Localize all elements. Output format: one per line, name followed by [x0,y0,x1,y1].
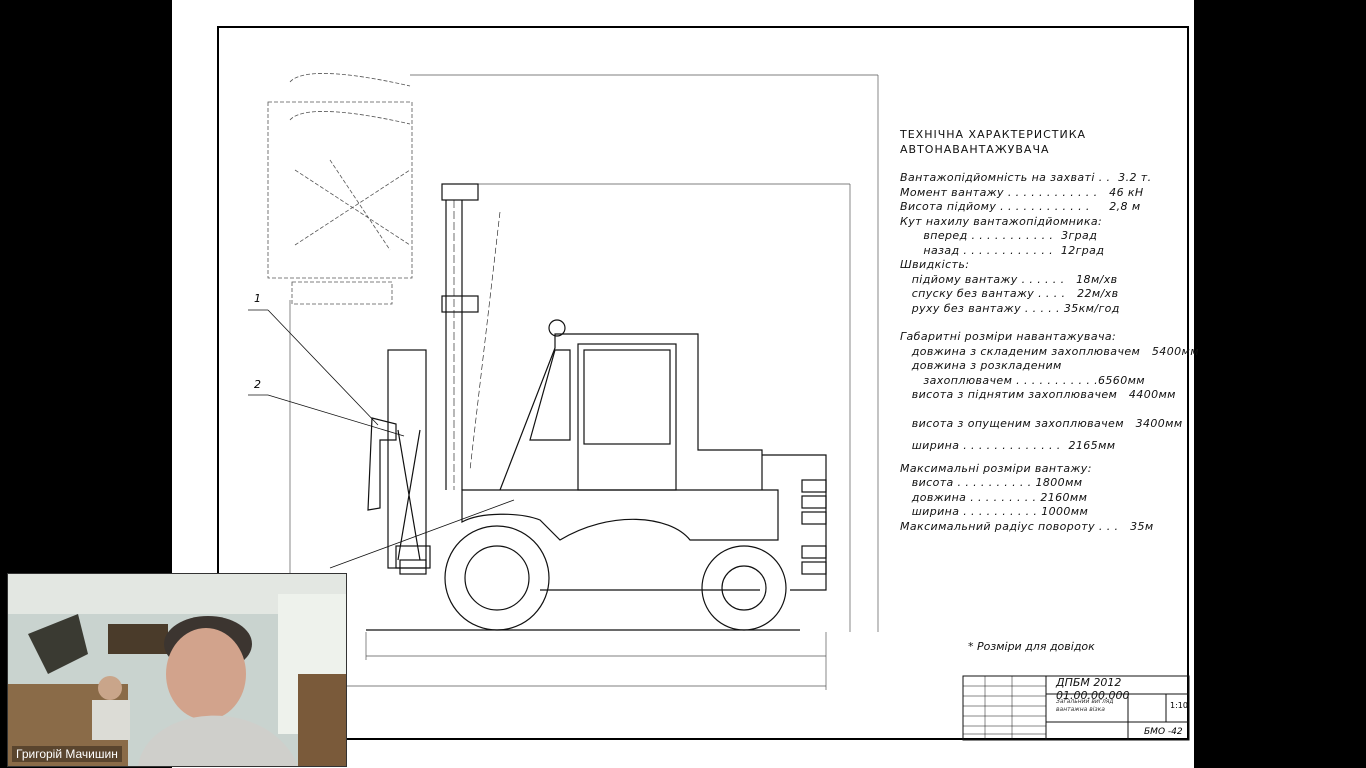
callout-leaders [248,309,515,569]
spec-line: довжина . . . . . . . . . 2160мм [900,490,1088,504]
spec-lines-capacity: Вантажопідйомність на захваті . . 3.2 т.… [900,171,1185,316]
spec-line: ширина . . . . . . . . . . . . . 2165мм [900,439,1116,452]
spec-line: підйому вантажу . . . . . . 18м/хв [900,272,1118,286]
spec-line: назад . . . . . . . . . . . . 12град [900,243,1105,257]
drawing-name: Загальний вигляд вантажна візка [1056,698,1114,713]
spec-line: ширина . . . . . . . . . . 1000мм [900,505,1089,518]
title-block-grid [962,675,1190,741]
spec-line: Максимальні розміри вантажу: [900,461,1092,475]
spec-line: висота . . . . . . . . . . 1800мм [900,476,1083,489]
front-wheel [444,525,550,631]
technical-specification: ТЕХНІЧНА ХАРАКТЕРИСТИКА АВТОНАВАНТАЖУВАЧ… [900,128,1199,535]
spec-line: захоплювачем . . . . . . . . . . .6560мм [900,373,1145,387]
drawing-organization: БМО -42 [1144,727,1183,737]
spec-line: Швидкість: [900,258,970,271]
spec-line: Максимальний радіус повороту . . . 35м [900,519,1154,533]
participant-name-label: Григорій Мачишин [12,746,122,762]
spec-title: ТЕХНІЧНА ХАРАКТЕРИСТИКА АВТОНАВАНТАЖУВАЧ… [900,128,1087,156]
webcam-video-feed [8,574,346,766]
spec-lines-lowered-height: висота з опущеним захоплювачем 3400мм [900,417,1185,432]
spec-line: Кут нахилу вантажопідйомника: [900,214,1103,228]
spec-line: руху без вантажу . . . . . 35км/год [900,301,1120,315]
spec-line: висота з опущеним захоплювачем 3400мм [900,416,1183,430]
forklift-body [461,319,827,591]
drawing-scale: 1:10 [1170,701,1188,710]
participant-video-tile[interactable]: Григорій Мачишин [7,573,347,767]
spec-line: Габаритні розміри навантажувача: [900,330,1117,343]
callout-1: 1 [254,292,261,305]
spec-line: спуску без вантажу . . . . 22м/хв [900,287,1119,300]
spec-lines-cargo: Максимальні розміри вантажу: висота . . … [900,462,1185,535]
spec-line: довжина з розкладеним [900,359,1062,372]
mast [441,183,501,490]
dimension-lines [289,74,879,690]
spec-lines-width: ширина . . . . . . . . . . . . . 2165мм [900,439,1185,454]
drawing-code: ДПБМ 2012 01.00.00.000 [1056,676,1130,702]
spec-line: Вантажопідйомність на захваті . . 3.2 т. [900,171,1152,184]
spec-lines-dimensions: Габаритні розміри навантажувача: довжина… [900,330,1199,403]
spec-line: висота з піднятим захоплювачем 4400мм [900,388,1176,401]
drawing-frame [217,26,1189,740]
spec-line: довжина з складеним захоплювачем 5400мм [900,344,1199,358]
spec-line: Висота підйому . . . . . . . . . . . . 2… [900,200,1141,213]
spec-line: Момент вантажу . . . . . . . . . . . . 4… [900,185,1144,199]
raised-gripper-outline [267,73,413,305]
reference-note: * Розміри для довідок [968,640,1095,653]
callout-2: 2 [254,378,261,391]
gripper-attachment [367,349,431,575]
spec-line: вперед . . . . . . . . . . . 3град [900,229,1098,242]
rear-wheel [701,545,787,631]
